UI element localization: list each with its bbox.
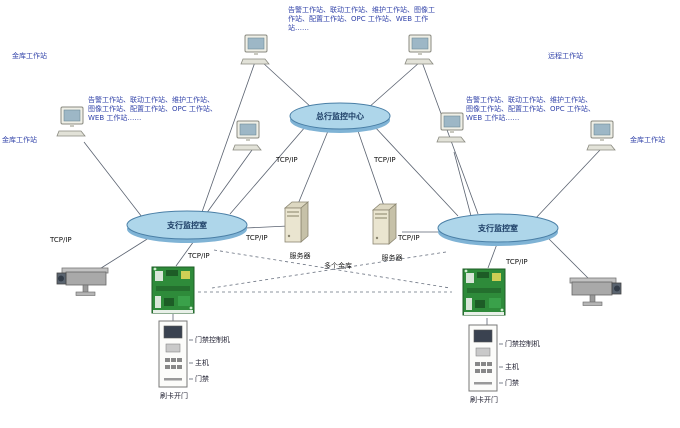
workstation-computer-top-right (404, 34, 438, 70)
workstation-computer-top-left (240, 34, 274, 70)
circuit-board-icon (462, 268, 506, 316)
server-right (370, 202, 398, 252)
tcpip-label: TCP/IP (246, 234, 268, 242)
tcpip-label: TCP/IP (188, 252, 210, 260)
center-network-label: 总行监控中心 (316, 112, 364, 121)
workstation-label-top-left: 金库工作站 (12, 52, 47, 60)
server-left-label: 服务器 (289, 252, 311, 260)
access-control-icon (468, 324, 498, 392)
workstation-computer-mid-left-b (232, 120, 266, 156)
workstation-label-top-right: 远程工作站 (548, 52, 583, 60)
computer-icon (232, 120, 262, 151)
computer-icon (240, 34, 270, 65)
vaults-label: 多个金库 (324, 262, 352, 270)
access-terminal-right (468, 324, 498, 396)
right-room-label: 支行监控室 (478, 224, 518, 233)
access-right-below-label: 刷卡开门 (470, 396, 498, 404)
access-right-label1: 门禁控制机 (505, 340, 540, 348)
tcpip-label: TCP/IP (276, 156, 298, 164)
circuit-board-icon (151, 266, 195, 314)
access-left-label1: 门禁控制机 (195, 336, 230, 344)
controller-board-right (462, 268, 506, 320)
tcpip-label: TCP/IP (398, 234, 420, 242)
server-icon (371, 203, 398, 245)
access-terminal-left (158, 320, 188, 392)
left-room-label: 支行监控室 (167, 221, 207, 230)
access-right-label2: 主机 (505, 363, 519, 371)
computer-icon (586, 120, 616, 151)
tcpip-label: TCP/IP (374, 156, 396, 164)
access-left-label2: 主机 (195, 359, 209, 367)
controller-board-left (151, 266, 195, 318)
workstation-computer-mid-right-a (436, 112, 470, 148)
annotation-left: 告警工作站、联动工作站、维护工作站、图像工作站、配置工作站、OPC 工作站、WE… (88, 96, 217, 123)
computer-icon (56, 106, 86, 137)
access-left-label3: 门禁 (195, 375, 209, 383)
access-left-below-label: 刷卡开门 (160, 392, 188, 400)
left-room-ellipse (126, 210, 248, 243)
annotation-right: 告警工作站、联动工作站、维护工作站、图像工作站、配置工作站、OPC 工作站、WE… (466, 96, 595, 123)
camera-left (50, 262, 112, 302)
annotation-top: 告警工作站、联动工作站、维护工作站、图像工作站、配置工作站、OPC 工作站、WE… (288, 6, 435, 33)
right-room-ellipse (437, 213, 559, 246)
server-left (282, 200, 310, 250)
workstation-label-mid-right: 金库工作站 (630, 136, 665, 144)
server-icon (283, 201, 310, 243)
computer-icon (436, 112, 466, 143)
workstation-label-mid-left: 金库工作站 (2, 136, 37, 144)
server-right-label: 服务器 (381, 254, 403, 262)
cctv-camera-icon (56, 267, 109, 296)
tcpip-label: TCP/IP (50, 236, 72, 244)
access-right-label3: 门禁 (505, 379, 519, 387)
center-network-ellipse (289, 102, 391, 133)
workstation-computer-mid-left-a (56, 106, 90, 142)
tcpip-label: TCP/IP (506, 258, 528, 266)
camera-right (566, 272, 628, 312)
access-control-icon (158, 320, 188, 388)
computer-icon (404, 34, 434, 65)
workstation-computer-mid-right-b (586, 120, 620, 156)
cctv-camera-icon (569, 277, 622, 306)
